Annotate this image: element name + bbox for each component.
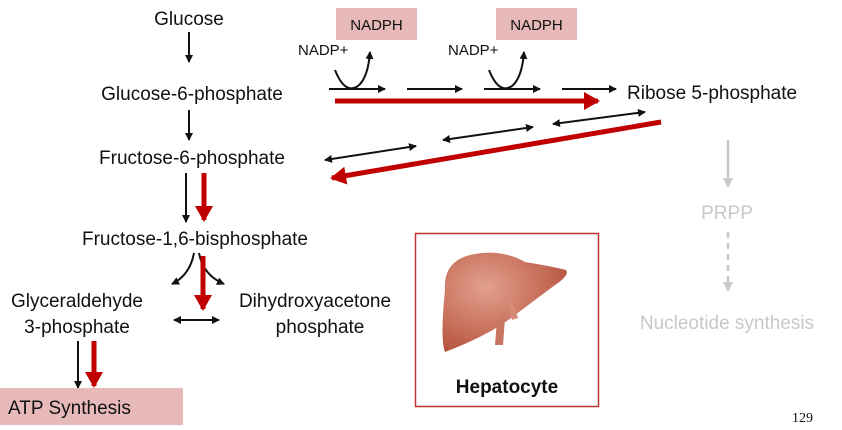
arrow-f16bp-dhap — [198, 252, 225, 285]
nonox-double-arrow-1 — [324, 143, 417, 163]
nonox-double-arrow-3 — [552, 108, 646, 128]
red-flux-arrow-nonoxidative — [330, 119, 662, 185]
nadph-label-2: NADPH — [510, 17, 563, 34]
nucleotide-label: Nucleotide synthesis — [640, 313, 814, 334]
nonox-double-arrow-2 — [442, 124, 534, 143]
f16bp-label: Fructose-1,6-bisphosphate — [82, 229, 308, 250]
f6p-label: Fructose-6-phosphate — [99, 148, 285, 169]
arrow-f16bp-gap — [171, 252, 195, 285]
dhap-label-line2: phosphate — [276, 317, 365, 338]
nadp-curve-arrow-1 — [334, 51, 374, 90]
nadph-box-1 — [336, 8, 417, 40]
prpp-label: PRPP — [701, 203, 753, 224]
atp-box — [0, 388, 183, 425]
g6p-label: Glucose-6-phosphate — [101, 84, 283, 105]
nadp-label-2: NADP+ — [448, 42, 499, 59]
hepatocyte-label: Hepatocyte — [456, 377, 558, 398]
liver-icon — [442, 252, 567, 352]
glucose-label: Glucose — [154, 9, 224, 30]
gap-label-line2: 3-phosphate — [24, 317, 130, 338]
nadp-curve-arrow-2 — [488, 51, 528, 90]
atp-label: ATP Synthesis — [8, 398, 131, 419]
gap-label-line1: Glyceraldehyde — [11, 291, 143, 312]
page-number: 129 — [792, 411, 813, 426]
r5p-label: Ribose 5-phosphate — [627, 83, 797, 104]
nadph-label-1: NADPH — [350, 17, 403, 34]
dhap-label-line1: Dihydroxyacetone — [239, 291, 391, 312]
nadph-box-2 — [496, 8, 577, 40]
nadp-label-1: NADP+ — [298, 42, 349, 59]
